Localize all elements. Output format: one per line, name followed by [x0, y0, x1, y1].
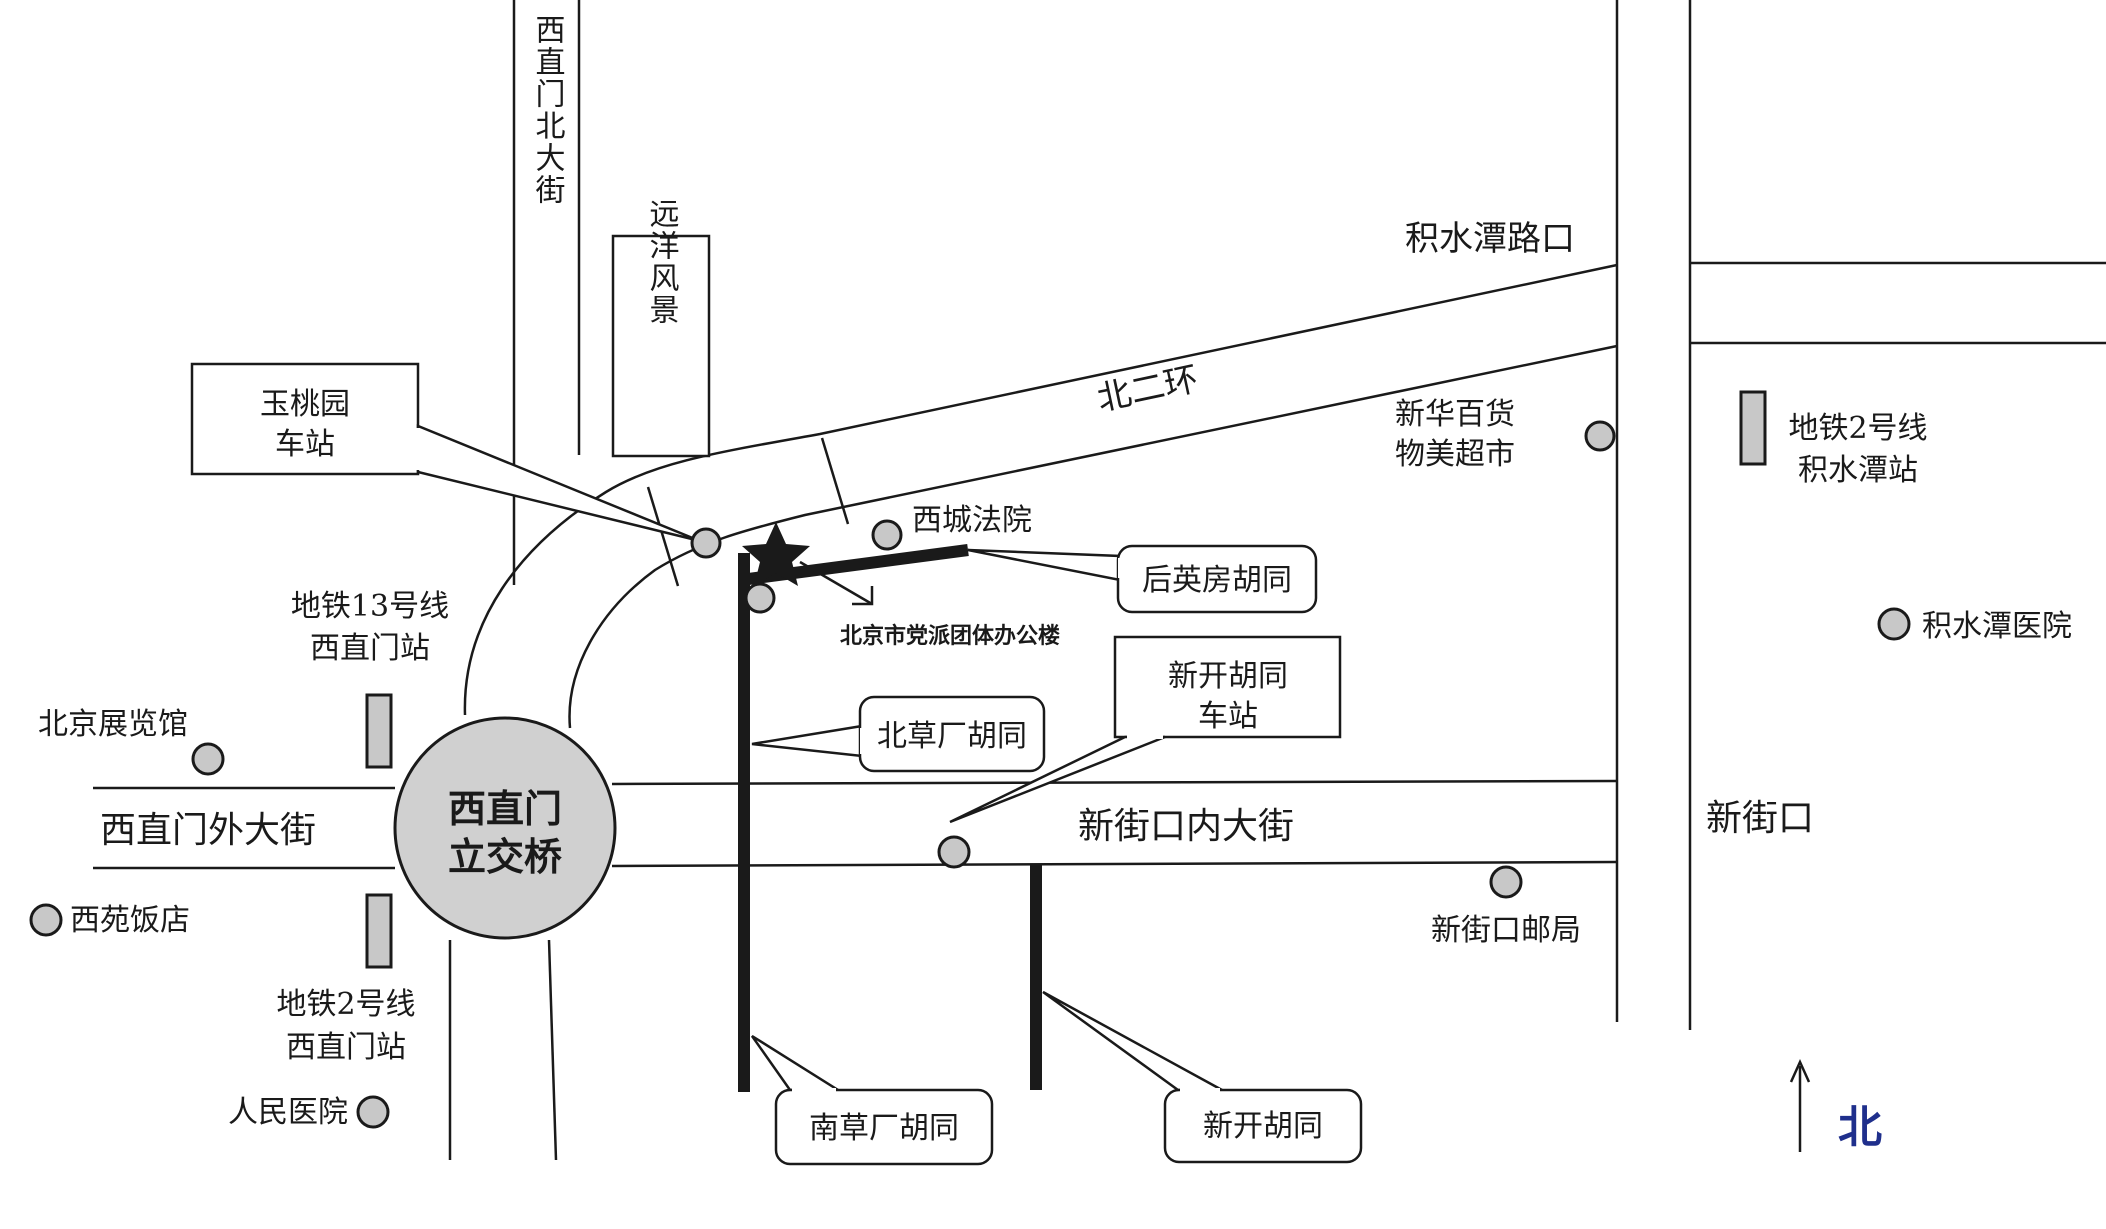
callout-xinkai-station-line1: 新开胡同	[1168, 659, 1288, 694]
callout-beicaochang: 北草厂胡同	[751, 695, 1046, 773]
poi-peoples-hospital-label: 人民医院	[228, 1095, 348, 1130]
xizhimen-overpass: 西直门 立交桥	[393, 716, 617, 940]
callout-xinkai-station-line2: 车站	[1198, 699, 1258, 734]
callout-yutaoyuan-station: 玉桃园 车站	[190, 362, 701, 543]
road-xinjiekounei-south-edge	[611, 860, 1618, 868]
hutong-lanes	[738, 544, 1042, 1092]
poi-jishuitan-hospital-label: 积水潭医院	[1922, 609, 2072, 644]
poi-xiyuan-hotel-marker	[29, 903, 63, 937]
poi-xicheng-court-marker	[871, 519, 903, 551]
poi-beijing-exhibition-marker	[191, 742, 225, 776]
road-label-xinjiekounei: 新街口内大街	[1078, 806, 1294, 847]
poi-xicheng-court-label: 西城法院	[912, 503, 1032, 538]
target-building-label: 北京市党派团体办公楼	[840, 623, 1060, 649]
poi-yutaoyuan-station-marker	[690, 527, 722, 559]
metro-line13-marker	[365, 693, 393, 769]
callout-xinkai-hutong-label: 新开胡同	[1203, 1109, 1323, 1144]
poi-peoples-hospital-marker	[356, 1095, 390, 1129]
yuanyang-fengjing-building: 远洋风景	[611, 198, 711, 458]
callout-nancaochang: 南草厂胡同	[750, 1034, 994, 1166]
road-xinjiekounei-north-edge	[611, 779, 1618, 786]
road-network	[93, 0, 2106, 1161]
callout-yutaoyuan-line1: 玉桃园	[260, 387, 350, 422]
metro-line2-xizhimen-line1: 地铁2号线	[276, 987, 415, 1022]
road-tick-1	[646, 486, 680, 587]
callout-nancaochang-label: 南草厂胡同	[809, 1111, 959, 1146]
road-beierhuan-north-edge	[463, 263, 1618, 716]
place-label-jishuitan-intersection: 积水潭路口	[1405, 219, 1575, 259]
road-label-xizhimen-north: 西直门北大街	[530, 14, 566, 206]
metro-line2-jishuitan-marker	[1739, 390, 1767, 466]
overpass-label-line1: 西直门	[448, 786, 562, 831]
poi-xinjiekou-post-marker	[1489, 865, 1523, 899]
metro-line13-line2: 西直门站	[310, 631, 430, 666]
north-arrow: 北	[1789, 1058, 1882, 1153]
metro-line2-jishuitan-line1: 地铁2号线	[1788, 411, 1927, 446]
poi-station-south-marker	[744, 582, 776, 614]
road-label-xizhimenwai: 西直门外大街	[100, 810, 316, 851]
metro-line2-xizhimen-marker	[365, 893, 393, 969]
road-beierhuan-south-edge	[568, 344, 1618, 729]
poi-jishuitan-hospital-marker	[1877, 607, 1911, 641]
poi-xinjiekou-post-label: 新街口邮局	[1431, 913, 1581, 948]
callout-xinkai-station: 新开胡同 车站	[949, 635, 1342, 824]
poi-xinhua-line1: 新华百货	[1395, 397, 1515, 432]
metro-line2-jishuitan-line2: 积水潭站	[1798, 453, 1918, 488]
callout-houyingfang-label: 后英房胡同	[1142, 563, 1292, 598]
target-building: 北京市党派团体办公楼	[742, 522, 1060, 649]
north-label: 北	[1838, 1102, 1882, 1153]
road-tick-2	[820, 437, 850, 525]
overpass-label-line2: 立交桥	[448, 834, 562, 879]
poi-xinkai-station-marker	[937, 835, 971, 869]
poi-xiyuan-hotel-label: 西苑饭店	[70, 903, 190, 938]
poi-xinhua-line2: 物美超市	[1395, 437, 1515, 472]
callout-yutaoyuan-line2: 车站	[275, 427, 335, 462]
lane-houyingfang	[740, 544, 969, 586]
road-south-east-edge	[547, 939, 558, 1161]
road-label-beierhuan: 北二环	[1094, 359, 1202, 419]
poi-xinhua-marker	[1584, 420, 1616, 452]
yuanyang-fengjing-label: 远洋风景	[644, 198, 679, 326]
place-label-xinjiekou: 新街口	[1706, 798, 1814, 839]
metro-line13-line1: 地铁13号线	[291, 589, 449, 624]
metro-line2-xizhimen-line2: 西直门站	[286, 1030, 406, 1065]
star-icon	[742, 522, 810, 586]
callout-houyingfang: 后英房胡同	[967, 544, 1318, 614]
callout-beicaochang-label: 北草厂胡同	[877, 719, 1027, 754]
callout-xinkai-hutong: 新开胡同	[1042, 990, 1363, 1164]
poi-beijing-exhibition-label: 北京展览馆	[38, 707, 188, 742]
